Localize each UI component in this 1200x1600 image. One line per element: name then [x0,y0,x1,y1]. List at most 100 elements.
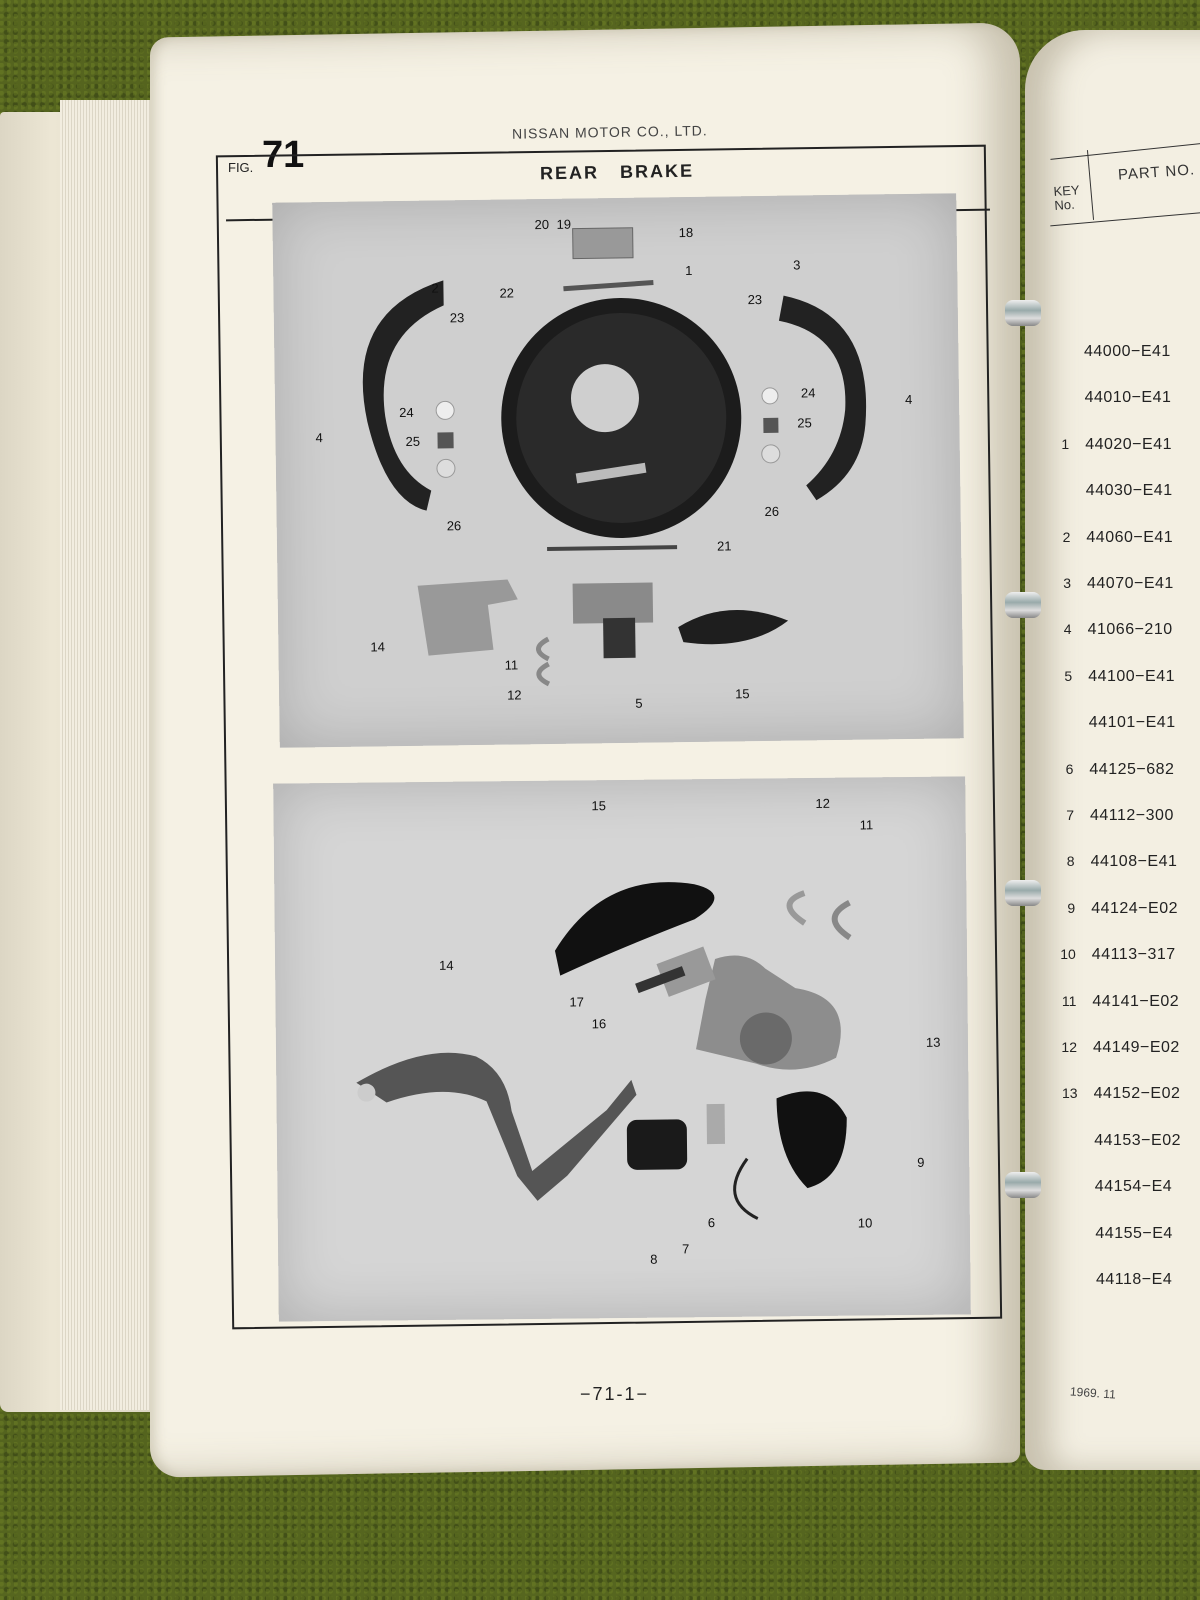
key-number: 12 [1061,1039,1077,1055]
callout-labels: 15 12 11 14 17 16 13 9 6 10 8 7 [439,796,941,1267]
part-number: 44100−E41 [1088,667,1175,685]
upper-return-spring [563,279,654,292]
key-number: 13 [1062,1085,1078,1102]
key-number: 10 [1060,946,1076,963]
part-number: 44108−E41 [1090,853,1178,871]
callout: 25 [405,434,420,449]
piston [626,1119,688,1170]
callout: 13 [926,1035,941,1050]
callout: 23 [748,292,763,307]
callout: 25 [797,415,812,430]
cylinder-arm [656,946,716,997]
callout: 14 [439,958,454,973]
part-number: 44070−E41 [1087,575,1174,592]
key-number: 5 [1064,667,1073,684]
company-name: NISSAN MOTOR CO., LTD. [511,122,708,142]
part-number: 44124−E02 [1091,899,1178,917]
callout: 5 [635,696,642,711]
key-number: 1 [1061,435,1070,452]
binder-ring [1005,300,1041,326]
callout: 10 [858,1215,873,1230]
spring [437,432,454,449]
callout: 17 [569,994,584,1009]
callout: 12 [507,687,522,702]
part-number: 44118−E4 [1096,1271,1173,1288]
part-number: 41066−210 [1087,621,1173,639]
part-number: 44101−E41 [1088,714,1176,732]
key-number: 3 [1063,575,1071,591]
part-number: 44060−E41 [1086,528,1174,546]
callout: 16 [592,1016,607,1031]
callout: 24 [801,385,816,400]
callout: 15 [591,798,606,813]
clip-12 [786,890,807,926]
key-number: 6 [1065,760,1074,777]
callout: 21 [717,538,732,553]
cup [761,444,781,464]
dust-boot [776,1091,847,1189]
clip-11 [536,636,550,662]
wheel-cylinder-photo: 15 12 11 14 17 16 13 9 6 10 8 7 [273,776,971,1322]
spring [763,417,779,433]
part-number: 44030−E41 [1085,482,1173,500]
callout: 7 [682,1241,689,1256]
part-number: 44125−682 [1089,760,1175,778]
part-number: 44000−E41 [1084,343,1171,360]
key-number: 7 [1066,807,1074,823]
part-number: 44113−317 [1091,946,1176,964]
spring [706,1103,725,1145]
bleeder-screw [635,966,686,994]
right-page [1025,30,1200,1470]
lower-return-spring [547,545,678,551]
callout: 22 [499,285,514,300]
parking-brake-lever [356,1052,637,1201]
boot [678,610,789,645]
callout: 3 [793,257,800,272]
backing-plate-hub-hole [570,364,639,433]
callout: 2 [431,280,438,295]
callout: 1 [685,263,692,278]
brake-assembly-photo: 20 19 18 1 22 2 23 3 23 24 4 24 25 4 25 … [272,193,964,748]
cylinder-bore [739,1012,792,1065]
callout: 11 [860,817,874,832]
key-number: 2 [1062,528,1071,545]
callout: 11 [505,657,519,672]
left-brake-shoe [362,280,444,511]
parking-lever [417,579,518,656]
wheel-cylinder-body [696,955,841,1070]
callout: 24 [399,405,414,420]
part-number: 44112−300 [1090,807,1174,824]
page-number: −71-1− [580,1384,650,1404]
key-number: 9 [1067,899,1076,916]
callout: 26 [447,518,462,533]
fig-label: FIG. [228,160,254,175]
fig-number: 71 [262,134,305,176]
part-number: 44153−E02 [1094,1131,1181,1149]
callout: 14 [370,639,385,654]
part-number: 44149−E02 [1093,1039,1180,1056]
callout: 15 [735,686,750,701]
binder-ring [1005,880,1041,906]
callout: 19 [556,217,571,232]
callout: 6 [708,1215,715,1230]
callout: 26 [764,504,779,519]
part-number: 44141−E02 [1092,992,1180,1010]
callout: 12 [815,796,830,811]
clip-11 [831,899,852,941]
part-number: 44020−E41 [1085,435,1172,453]
part-number: 44152−E02 [1093,1085,1181,1103]
part-number: 44155−E4 [1095,1224,1173,1242]
key-no-header: KEY No. [1052,182,1080,214]
lever-pivot [357,1083,376,1102]
cup [436,458,456,478]
callout: 20 [534,217,549,232]
callout: 4 [315,430,322,445]
rubber-boot [554,882,715,976]
adjuster-slot [575,462,647,484]
wheel-cylinder-drawing: 15 12 11 14 17 16 13 9 6 10 8 7 [356,796,941,1267]
key-number: 8 [1066,853,1075,870]
part-number: 44010−E41 [1084,389,1172,407]
key-number: 4 [1063,621,1072,638]
bracket [572,227,634,260]
clip-12 [536,661,551,687]
